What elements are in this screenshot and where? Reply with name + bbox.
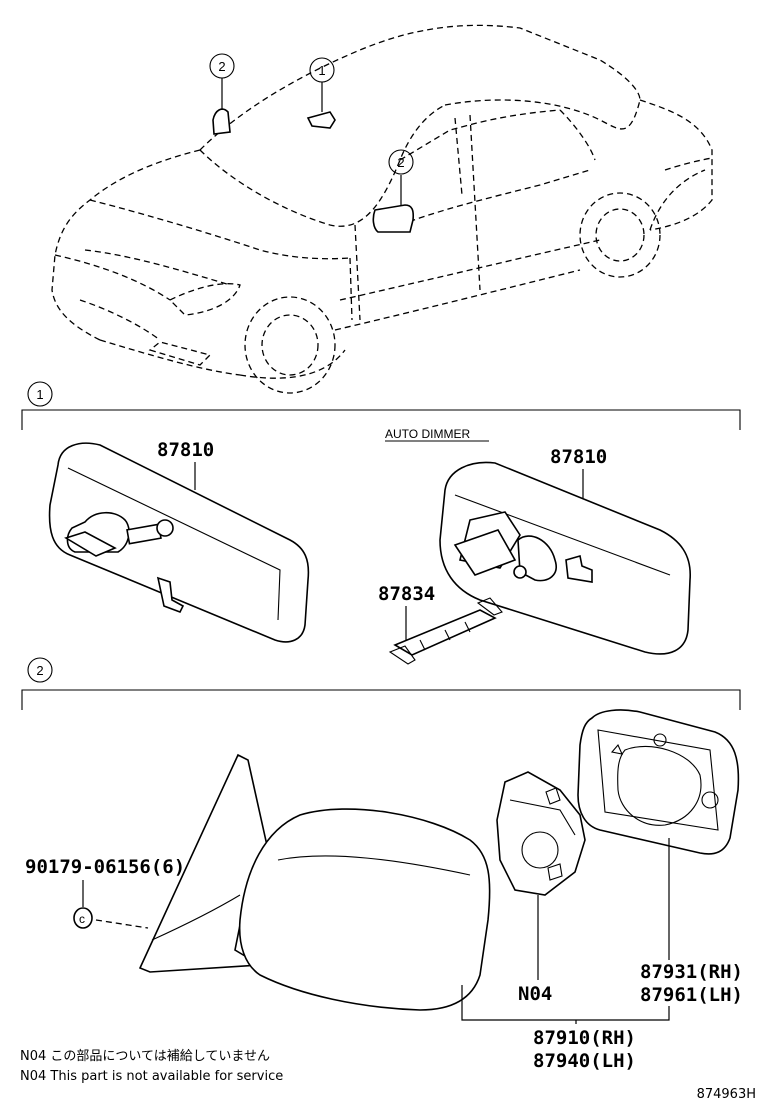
auto-dimmer-label: AUTO DIMMER — [385, 427, 470, 441]
note-english: N04 This part is not available for servi… — [20, 1069, 283, 1084]
svg-text:1: 1 — [36, 387, 43, 402]
part-87810-standard: 87810 — [157, 439, 214, 461]
part-n04: N04 — [518, 983, 552, 1005]
assembly-bracket-line — [461, 985, 670, 1024]
diagram-id: 874963H — [697, 1087, 756, 1102]
outer-mirror-housing — [138, 753, 491, 1011]
mirror-actuator — [496, 771, 586, 896]
mirror-glass — [577, 709, 740, 855]
svg-text:2: 2 — [218, 59, 225, 74]
callout-top-left: 2 — [209, 53, 235, 79]
svg-text:c: c — [79, 912, 85, 926]
section-2-header: 2 — [21, 657, 741, 710]
part-87810-auto-dimmer: 87810 — [550, 446, 607, 468]
svg-text:1: 1 — [318, 63, 325, 78]
part-87931-rh: 87931(RH) — [640, 961, 743, 983]
svg-text:2: 2 — [397, 155, 404, 170]
screw-icon: c — [73, 907, 93, 929]
part-87834: 87834 — [378, 583, 435, 605]
part-90179-06156: 90179-06156(6) — [25, 856, 185, 878]
car-illustration — [51, 24, 713, 394]
part-87940-lh: 87940(LH) — [533, 1050, 636, 1072]
note-japanese: N04 この部品については補給していません — [20, 1049, 270, 1064]
callout-top-mid: 1 — [309, 57, 335, 83]
interior-mirror-auto-dimmer — [439, 461, 691, 655]
callout-top-right: 2 — [388, 149, 414, 175]
svg-text:2: 2 — [36, 663, 43, 678]
part-87910-rh: 87910(RH) — [533, 1027, 636, 1049]
part-87961-lh: 87961(LH) — [640, 984, 743, 1006]
mirror-bracket — [388, 597, 503, 665]
section-1-header: 1 — [21, 381, 741, 430]
interior-mirror-standard — [48, 442, 310, 643]
